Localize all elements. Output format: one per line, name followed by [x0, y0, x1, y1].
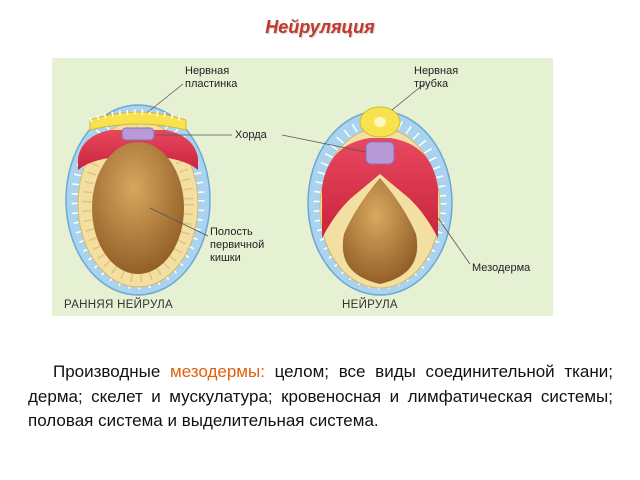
leader-neural-plate [147, 83, 184, 113]
label-neural-plate-line1: Нервная [185, 65, 229, 77]
leader-neural-tube [391, 83, 425, 111]
paragraph-lead: Производные [53, 362, 161, 381]
early-ectoderm-cells [71, 110, 205, 290]
mesoderm-derivatives-paragraph: Производные мезодермы: целом; все виды с… [28, 360, 613, 434]
leader-notochord-neurula [281, 134, 367, 153]
label-neural-plate-line2: пластинка [185, 78, 238, 90]
neurula-mesoderm [322, 138, 438, 238]
early-notochord [121, 127, 155, 141]
label-gut-cavity-line1: Полость [210, 226, 253, 238]
label-neural-tube-line2: трубка [414, 78, 449, 90]
label-gut-cavity-line3: кишки [210, 252, 241, 264]
label-mesoderm: Мезодерма [472, 262, 531, 274]
neurulation-figure: Нервная пластинка Хорда Нервная трубка П… [52, 58, 553, 316]
label-neural-tube-line1: Нервная [414, 65, 458, 77]
caption-early-neurula: РАННЯЯ НЕЙРУЛА [64, 298, 173, 311]
leader-mesoderm [437, 217, 471, 265]
leader-gut-cavity [149, 207, 209, 237]
early-neural-plate [89, 111, 187, 131]
paragraph-rest: целом; все виды соединительной ткани; де… [28, 362, 613, 430]
neurula-notochord [365, 141, 395, 165]
early-neurula [65, 104, 211, 296]
early-endoderm-cells [82, 125, 194, 283]
neurula-gut-cavity [342, 178, 418, 284]
leader-lines [147, 83, 471, 265]
caption-neurula: НЕЙРУЛА [342, 298, 398, 311]
neurula-ectoderm-cells [313, 116, 447, 290]
neurula [307, 106, 453, 296]
slide-title: Нейруляция [265, 17, 375, 37]
label-gut-cavity-line2: первичной [210, 239, 264, 251]
early-gut-cavity [92, 142, 184, 274]
neurula-neural-canal [374, 117, 386, 127]
label-notochord: Хорда [235, 129, 268, 141]
neurulation-diagram: Нервная пластинка Хорда Нервная трубка П… [52, 58, 553, 316]
paragraph-highlight: мезодермы: [170, 362, 265, 381]
